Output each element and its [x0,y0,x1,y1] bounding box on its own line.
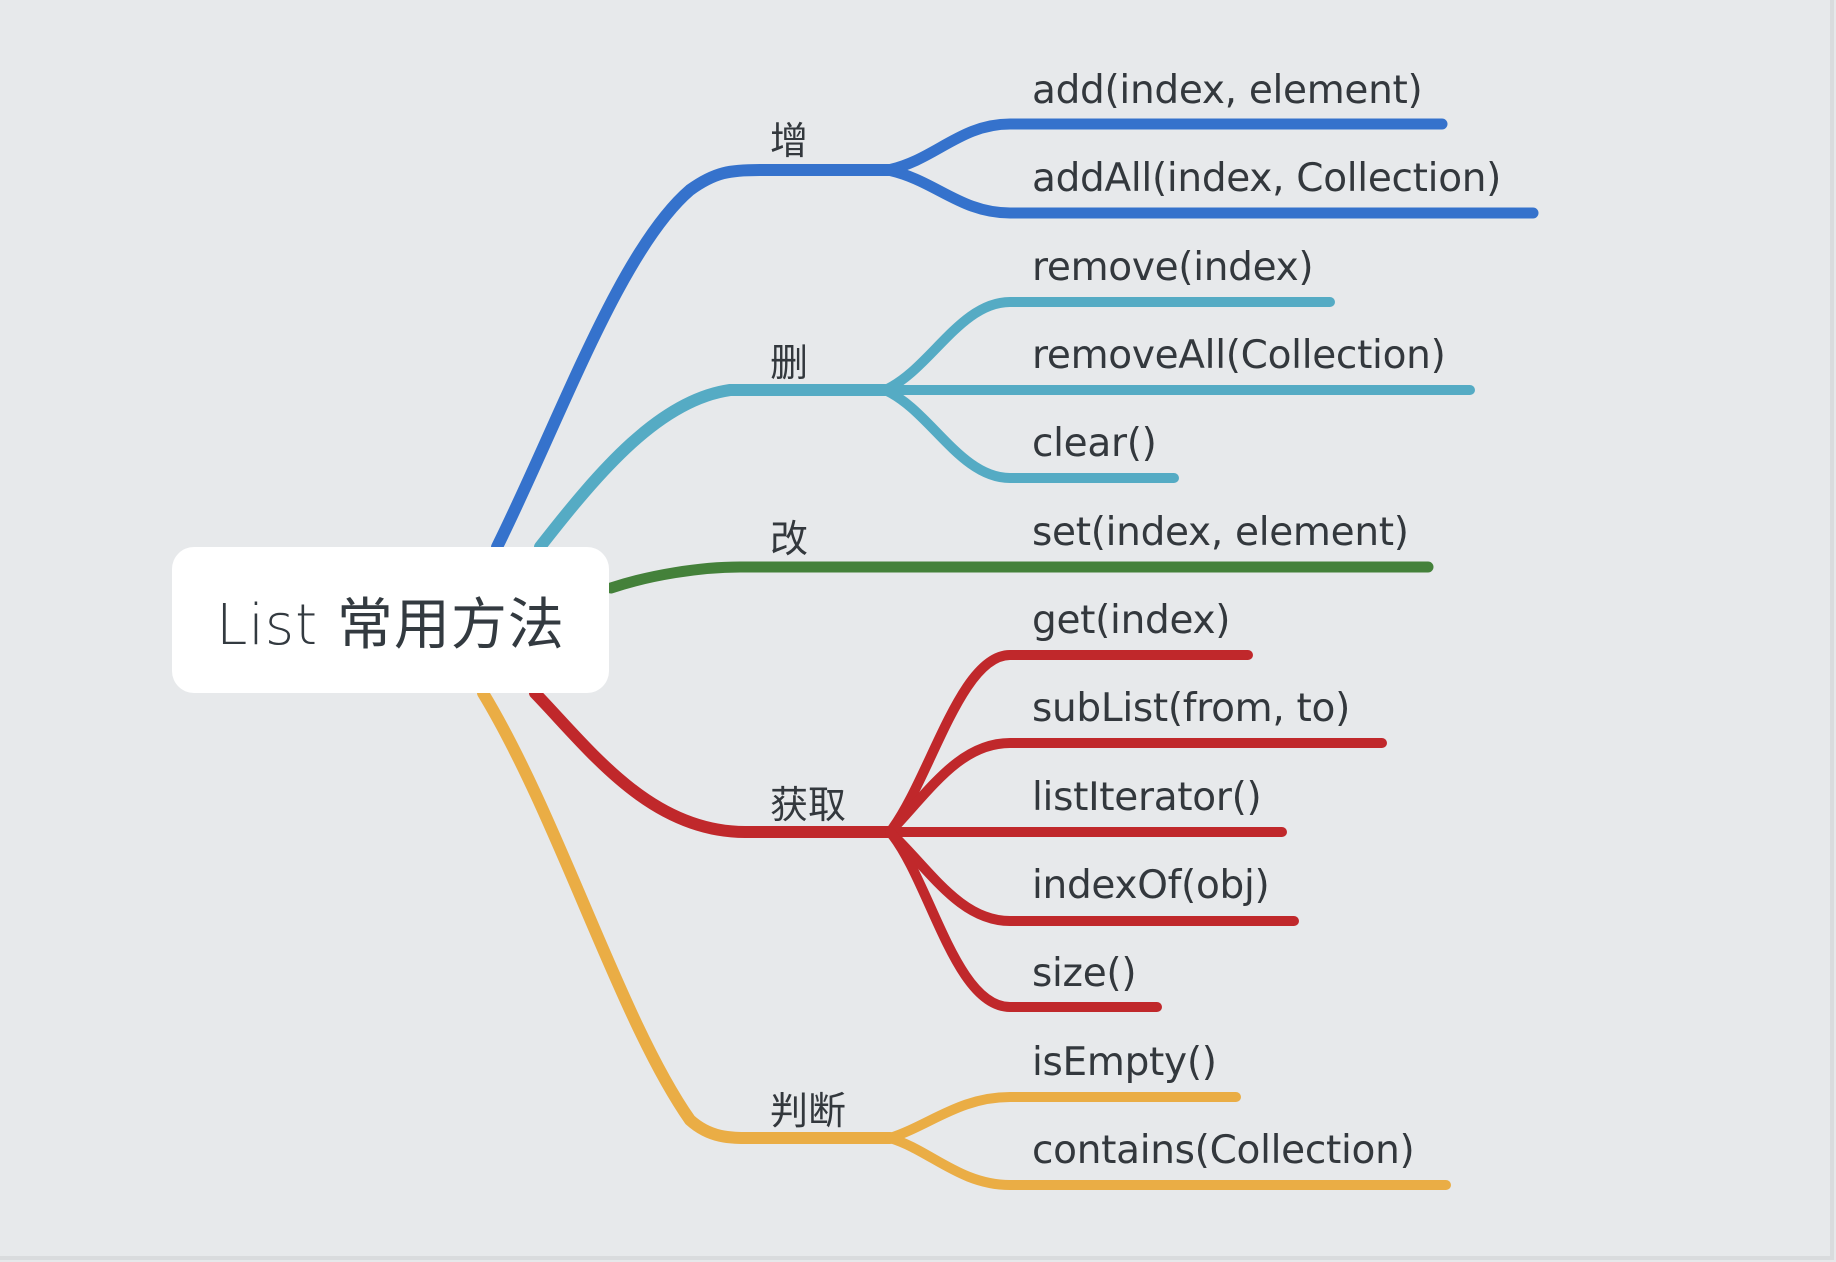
leaf-label-add[interactable]: add(index, element) [1032,68,1423,113]
connector-root-gai [605,561,1434,594]
leaf-label-get[interactable]: get(index) [1032,598,1231,643]
branch-label-huoqu[interactable]: 获取 [770,783,847,827]
connector-zeng-addall [882,164,1539,219]
connector-root-huoqu [529,687,896,838]
leaf-label-clear[interactable]: clear() [1032,421,1157,466]
connector-panduan-isempty [885,1092,1241,1143]
branch-label-shan[interactable]: 删 [770,341,809,385]
connector-huoqu-sublist [885,738,1387,837]
connector-root-panduan [477,687,896,1144]
connector-shan-clear [880,385,1179,483]
leaf-label-set[interactable]: set(index, element) [1032,510,1409,555]
leaf-label-listiterator[interactable]: listIterator() [1032,775,1262,820]
branch-label-gai[interactable]: 改 [770,517,809,561]
leaf-label-sublist[interactable]: subList(from, to) [1032,686,1351,731]
connector-zeng-add [882,118,1448,176]
leaf-label-addall[interactable]: addAll(index, Collection) [1032,156,1502,201]
leaf-label-size[interactable]: size() [1032,951,1137,996]
leaf-label-indexof[interactable]: indexOf(obj) [1032,863,1270,908]
leaf-label-removeall[interactable]: removeAll(Collection) [1032,333,1446,378]
connector-huoqu-size [885,827,1162,1012]
root-node[interactable]: List 常用方法 [172,547,609,693]
connector-shan-remove [880,297,1335,395]
leaf-label-contains[interactable]: contains(Collection) [1032,1128,1415,1173]
connector-root-zeng [491,164,896,553]
root-node-label: List 常用方法 [216,592,565,658]
branch-label-panduan[interactable]: 判断 [770,1089,847,1133]
connector-panduan-contains [885,1133,1451,1190]
branch-label-zeng[interactable]: 增 [770,119,809,163]
connector-root-shan [534,384,891,553]
leaf-label-isempty[interactable]: isEmpty() [1032,1040,1217,1085]
leaf-label-remove[interactable]: remove(index) [1032,245,1314,290]
